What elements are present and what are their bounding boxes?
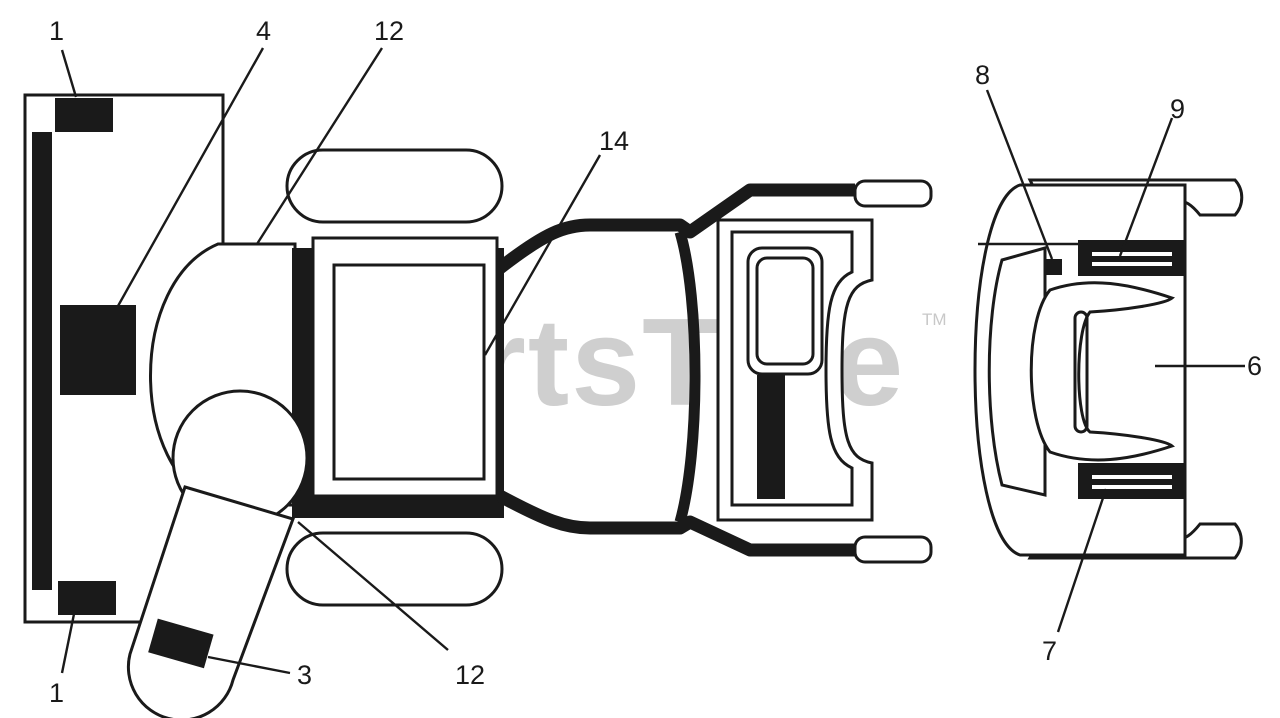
callout-14: 14 (599, 126, 629, 156)
callouts: 1 4 12 14 8 9 6 7 3 12 1 (49, 16, 1262, 708)
callout-9: 9 (1170, 94, 1185, 124)
callout-12-bottom: 12 (455, 660, 485, 690)
callout-4: 4 (256, 16, 271, 46)
discharge-chute (126, 485, 295, 718)
leader-lines (60, 47, 1245, 675)
control-panel (716, 218, 874, 522)
callout-3: 3 (297, 660, 312, 690)
auger-housing (23, 93, 225, 624)
callout-1-bottom: 1 (49, 678, 64, 708)
grip-top (853, 179, 933, 208)
callout-1-top: 1 (49, 16, 64, 46)
decal-9 (1078, 240, 1186, 276)
dashboard-slot (1073, 310, 1089, 434)
grip-bottom (853, 535, 933, 564)
dashboard-left-bezel (987, 246, 1047, 497)
decal-1-bottom (58, 581, 116, 615)
decal-8 (1046, 259, 1062, 275)
callout-12-top: 12 (374, 16, 404, 46)
watermark-trademark: TM (922, 310, 947, 329)
tire-bottom (285, 531, 504, 607)
decal-7 (1078, 463, 1186, 499)
snow-thrower-top-view (23, 93, 933, 718)
decal-1-top (55, 98, 113, 132)
dashboard-face (1029, 281, 1175, 462)
callout-6: 6 (1247, 351, 1262, 381)
engine-top-plate (311, 236, 499, 498)
callout-7: 7 (1042, 636, 1057, 666)
auger-housing-bar (32, 132, 52, 590)
decal-4 (60, 305, 136, 395)
handle (496, 183, 855, 557)
decal-3 (148, 618, 214, 669)
callout-8: 8 (975, 60, 990, 90)
dashboard-rear-view (973, 178, 1244, 560)
tire-top (285, 148, 504, 224)
